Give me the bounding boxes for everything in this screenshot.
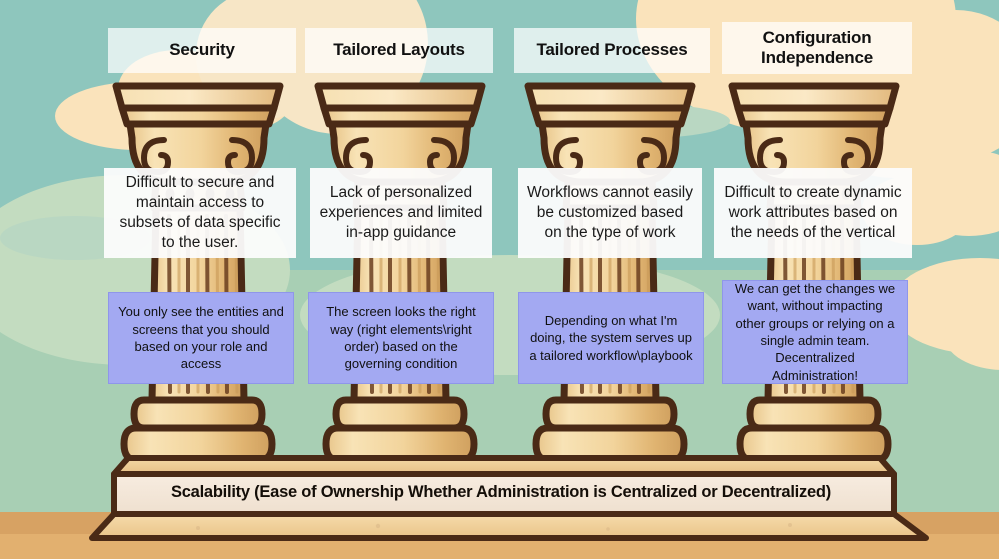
- pillar-problem-configuration-independence[interactable]: Difficult to create dynamic work attribu…: [714, 168, 912, 258]
- ionic-column-icon: [722, 74, 906, 472]
- pillar-header-label: Configuration Independence: [761, 27, 873, 67]
- pillar-header-label: Security: [169, 40, 235, 60]
- pillar-benefit-security[interactable]: You only see the entities and screens th…: [108, 292, 294, 384]
- pillar-benefit-text: Depending on what I'm doing, the system …: [529, 312, 693, 363]
- pillar-problem-text: Lack of personalized experiences and lim…: [319, 184, 483, 241]
- pillar-benefit-tailored-layouts[interactable]: The screen looks the right way (right el…: [308, 292, 494, 384]
- ionic-column-icon: [518, 74, 702, 472]
- ionic-column-icon: [106, 74, 290, 472]
- pillar-header-security[interactable]: Security: [108, 28, 296, 73]
- pillar-benefit-tailored-processes[interactable]: Depending on what I'm doing, the system …: [518, 292, 704, 384]
- pillar-header-label: Tailored Processes: [536, 40, 688, 60]
- pillar-header-tailored-layouts[interactable]: Tailored Layouts: [305, 28, 493, 73]
- foundation-banner-label: Scalability (Ease of Ownership Whether A…: [170, 482, 832, 501]
- pillar-problem-text: Difficult to create dynamic work attribu…: [724, 184, 902, 241]
- pillar-problem-text: Workflows cannot easily be customized ba…: [527, 184, 693, 241]
- pillar-problem-tailored-processes[interactable]: Workflows cannot easily be customized ba…: [518, 168, 702, 258]
- pillar-benefit-text: You only see the entities and screens th…: [118, 304, 284, 372]
- stone-pedestal-icon: [48, 452, 953, 542]
- ionic-column-icon: [308, 74, 492, 472]
- pillar-problem-security[interactable]: Difficult to secure and maintain access …: [104, 168, 296, 258]
- pillar-header-label: Tailored Layouts: [333, 40, 465, 60]
- foundation-banner: Scalability (Ease of Ownership Whether A…: [88, 476, 914, 508]
- pillar-benefit-text: The screen looks the right way (right el…: [326, 304, 476, 372]
- pillar-problem-tailored-layouts[interactable]: Lack of personalized experiences and lim…: [310, 168, 492, 258]
- pillar-benefit-text: We can get the changes we want, without …: [734, 280, 896, 383]
- pillar-header-tailored-processes[interactable]: Tailored Processes: [514, 28, 710, 73]
- pillar-problem-text: Difficult to secure and maintain access …: [119, 174, 281, 251]
- pillar-header-configuration-independence[interactable]: Configuration Independence: [722, 22, 912, 74]
- pillar-benefit-configuration-independence[interactable]: We can get the changes we want, without …: [722, 280, 908, 384]
